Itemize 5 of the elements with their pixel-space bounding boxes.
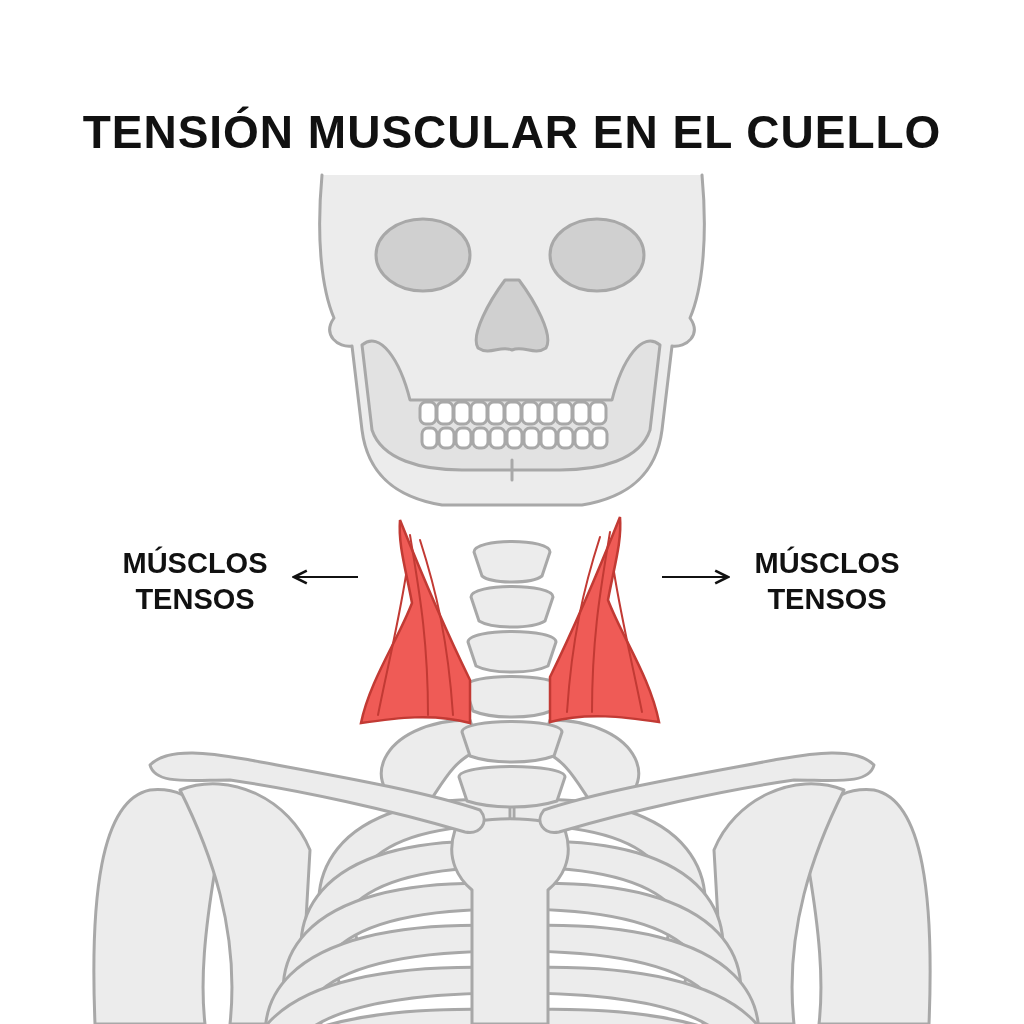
muscle-label: MÚSCLOS TENSOS — [110, 545, 280, 617]
arrow — [662, 569, 730, 585]
arrow — [292, 569, 358, 585]
title: TENSIÓN MUSCULAR EN EL CUELLO — [81, 105, 943, 159]
muscle-label: MÚSCLOS TENSOS — [742, 545, 912, 617]
